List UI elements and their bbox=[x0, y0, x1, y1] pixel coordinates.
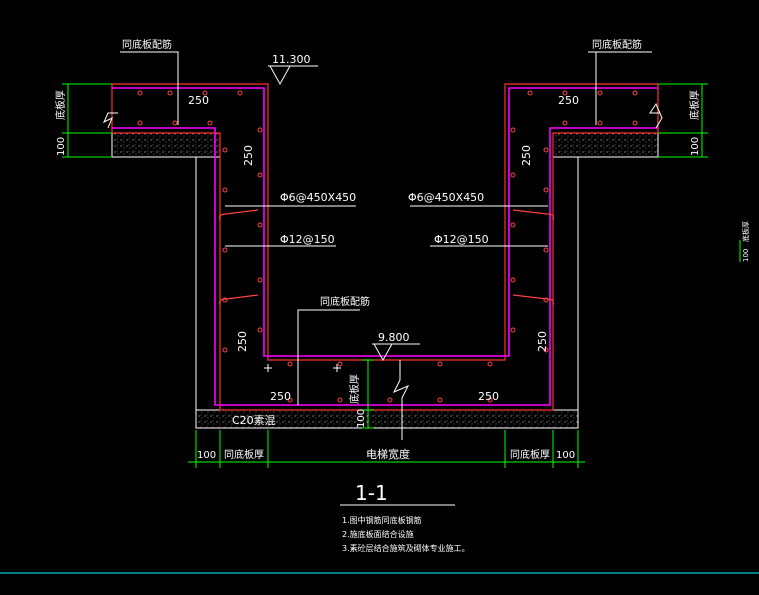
note-3: 3.素砼层结合施筑及砌体专业施工。 bbox=[342, 543, 470, 553]
dim-250-left-wall-top: 250 bbox=[242, 145, 255, 166]
dim-250-top-left: 250 bbox=[188, 94, 209, 107]
slab-thick-left: 底板厚 bbox=[54, 90, 67, 120]
slab-thick-far-right: 底板厚 bbox=[741, 221, 750, 242]
pit-width-label: 电梯宽度 bbox=[366, 447, 410, 461]
bar-label-right: Φ12@150 bbox=[434, 233, 489, 246]
same-slab-thick-left: 同底板厚 bbox=[224, 448, 264, 461]
rebar-note-left: 同底板配筋 bbox=[122, 38, 172, 51]
dim-250-bottom-left: 250 bbox=[270, 390, 291, 403]
tie-hooks bbox=[219, 209, 554, 306]
slab-right-hatch bbox=[552, 132, 659, 158]
rebar-note-center: 同底板配筋 bbox=[320, 295, 370, 308]
pit-outer-outline bbox=[111, 83, 659, 411]
dim-100-bottom-left: 100 bbox=[197, 450, 216, 461]
dim-250-right-wall-top: 250 bbox=[520, 145, 533, 166]
concrete-label: C20素混 bbox=[232, 414, 276, 427]
soil-boundary-right bbox=[577, 156, 658, 410]
elevation-top: 11.300 bbox=[272, 53, 311, 66]
dim-250-top-right: 250 bbox=[558, 94, 579, 107]
elevation-bottom: 9.800 bbox=[378, 331, 410, 344]
dim-250-left-wall-bottom: 250 bbox=[236, 331, 249, 352]
dim-100-far-right-vertical: 100 bbox=[742, 249, 750, 262]
dim-100-left-vertical: 100 bbox=[56, 137, 67, 156]
dim-100-right-vertical: 100 bbox=[690, 137, 701, 156]
slab-left-hatch bbox=[111, 132, 221, 158]
stirrup-label-left: Φ6@450X450 bbox=[280, 191, 356, 204]
same-slab-thick-right: 同底板厚 bbox=[510, 448, 550, 461]
dim-100-bottom-right: 100 bbox=[556, 450, 575, 461]
soil-boundary-left bbox=[112, 156, 197, 410]
note-2: 2.施底板面结合设施 bbox=[342, 529, 414, 539]
rebar-note-right: 同底板配筋 bbox=[592, 38, 642, 51]
dimension-lines bbox=[62, 83, 741, 468]
reinforcement-bars bbox=[112, 87, 658, 406]
leader-lines bbox=[102, 51, 663, 506]
dim-250-right-wall-bottom: 250 bbox=[536, 331, 549, 352]
dim-250-bottom-right: 250 bbox=[478, 390, 499, 403]
stirrup-label-right: Φ6@450X450 bbox=[408, 191, 484, 204]
section-title: 1-1 bbox=[355, 481, 388, 505]
slab-thick-center: 底板厚 bbox=[348, 374, 361, 404]
slab-thick-right: 底板厚 bbox=[688, 90, 701, 120]
rebar-dots bbox=[137, 90, 638, 403]
note-1: 1.图中钢筋同底板钢筋 bbox=[342, 515, 422, 525]
bar-label-left: Φ12@150 bbox=[280, 233, 335, 246]
dim-100-center-vertical: 100 bbox=[356, 409, 367, 428]
